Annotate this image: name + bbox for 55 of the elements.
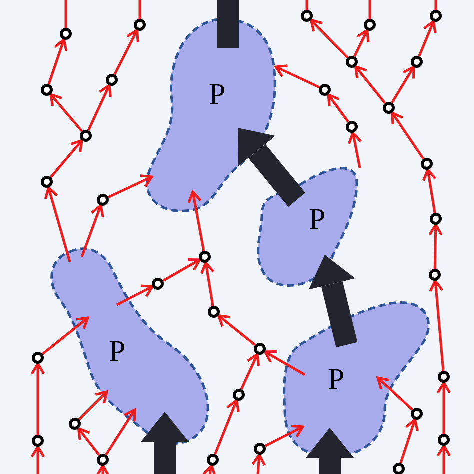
arrow xyxy=(42,316,90,356)
arrow xyxy=(436,382,452,434)
arrow xyxy=(217,314,256,346)
arrow xyxy=(108,174,154,199)
arrow xyxy=(162,258,202,282)
arrow xyxy=(240,353,260,390)
arrow xyxy=(78,390,108,421)
arrow xyxy=(50,139,84,178)
block-arrow xyxy=(306,428,354,474)
arrow xyxy=(376,376,414,411)
arrow xyxy=(310,19,349,59)
arrow xyxy=(96,464,110,474)
arrow xyxy=(436,444,452,474)
line xyxy=(306,0,308,10)
arrow xyxy=(418,20,437,57)
block-arrow xyxy=(238,128,306,207)
arrow xyxy=(400,418,419,464)
arrow xyxy=(429,280,445,372)
arrow xyxy=(354,65,386,104)
arrow xyxy=(44,186,72,262)
arrow xyxy=(200,262,215,306)
arrow xyxy=(48,38,68,85)
arrow xyxy=(391,112,425,160)
arrow xyxy=(264,424,304,448)
arrow xyxy=(116,284,154,306)
arrow xyxy=(80,204,104,258)
block-arrow xyxy=(141,412,189,474)
arrow xyxy=(327,94,350,123)
arrow xyxy=(214,399,240,455)
arrow xyxy=(354,29,370,58)
arrow xyxy=(30,362,46,435)
arrow xyxy=(105,408,136,456)
region-label: P xyxy=(309,205,326,235)
arrow xyxy=(77,427,100,456)
arrow xyxy=(114,29,140,76)
region-label: P xyxy=(109,337,126,367)
arrow xyxy=(252,454,266,474)
arrow xyxy=(264,350,306,376)
line xyxy=(368,0,372,19)
arrow xyxy=(348,132,362,168)
arrow xyxy=(274,64,320,89)
arrow xyxy=(422,168,437,214)
region-label: P xyxy=(328,365,345,395)
arrow xyxy=(202,464,217,474)
arrow xyxy=(188,190,206,252)
line xyxy=(434,0,438,10)
line xyxy=(138,0,142,19)
arrow xyxy=(30,446,46,474)
region-label: P xyxy=(209,80,226,110)
arrow xyxy=(428,224,443,270)
line xyxy=(64,0,68,28)
arrow xyxy=(50,93,84,132)
arrow xyxy=(87,84,112,132)
arrow xyxy=(391,66,416,104)
block-arrow xyxy=(308,255,358,348)
